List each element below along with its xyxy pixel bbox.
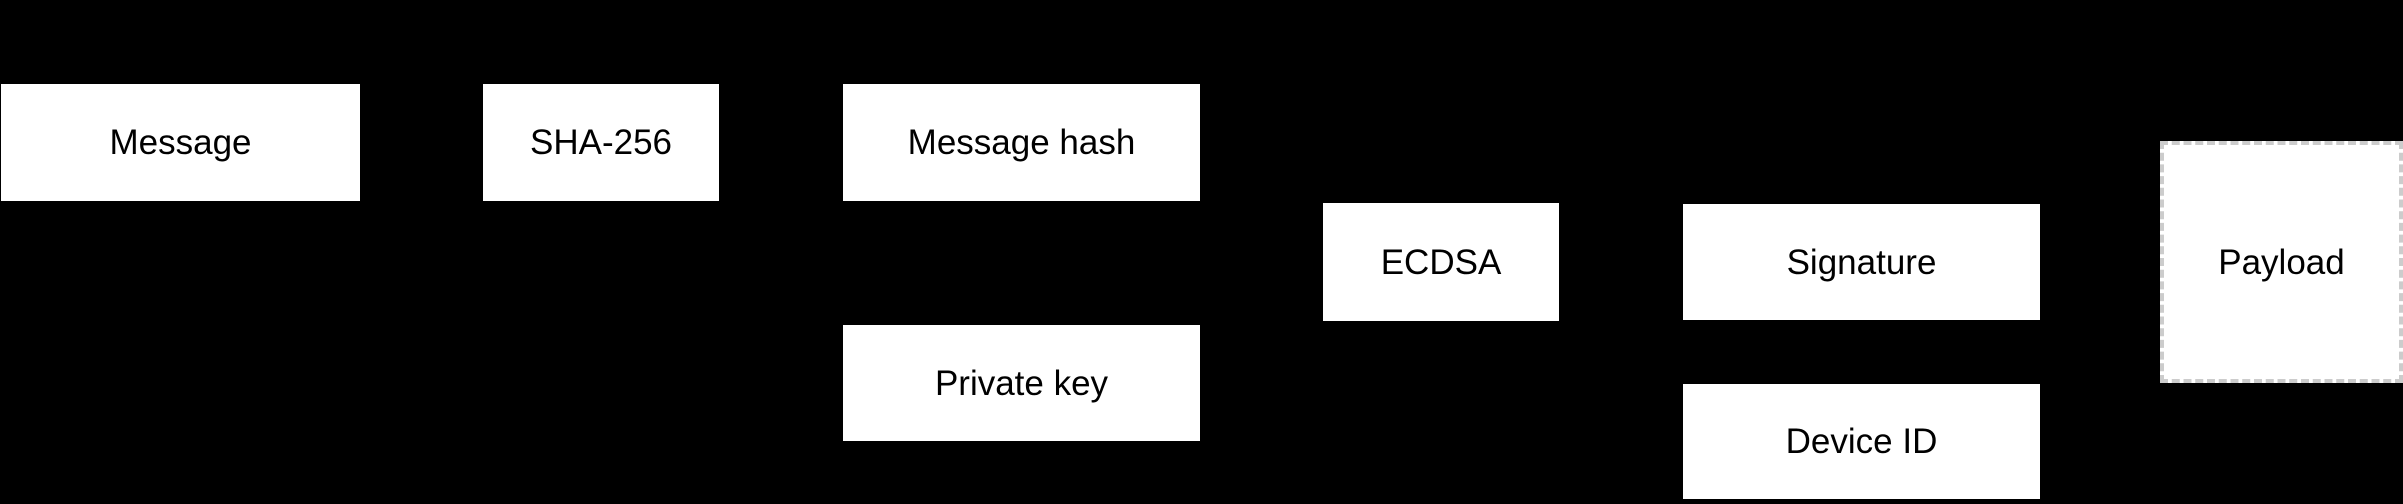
diagram-node-signature: Signature <box>1683 204 2040 320</box>
diagram-node-private-key: Private key <box>843 325 1200 441</box>
diagram-node-message: Message <box>1 84 360 201</box>
diagram-node-device-id: Device ID <box>1683 384 2040 499</box>
diagram-node-payload: Payload <box>2160 141 2403 383</box>
diagram-node-message-hash: Message hash <box>843 84 1200 201</box>
diagram-node-sha256: SHA-256 <box>483 84 719 201</box>
diagram-node-ecdsa: ECDSA <box>1323 203 1559 321</box>
